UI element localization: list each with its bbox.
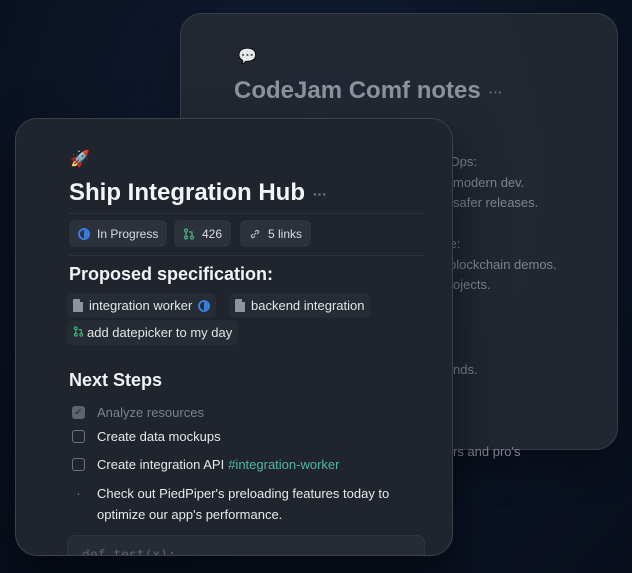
- code-block[interactable]: def test(x):: [67, 535, 425, 556]
- note-line: blockchain demos.: [449, 257, 557, 272]
- note-line: modern dev.: [453, 175, 525, 190]
- more-options-icon[interactable]: ···: [488, 83, 503, 100]
- todo-label: Create data mockups: [97, 429, 221, 444]
- pull-request-badge[interactable]: 426: [174, 220, 232, 247]
- bullet-label: Check out PiedPiper's preloading feature…: [97, 486, 390, 522]
- bullet-item: · Check out PiedPiper's preloading featu…: [72, 486, 402, 525]
- spec-heading: Proposed specification:: [69, 264, 274, 284]
- pr-count: 426: [202, 226, 223, 241]
- todo-item: Create data mockups: [72, 429, 221, 444]
- checkbox[interactable]: [72, 458, 85, 471]
- divider: [69, 255, 424, 256]
- note-line: rs and pro's: [453, 444, 521, 459]
- ref-label: backend integration: [251, 298, 365, 313]
- note-line: safer releases.: [453, 195, 539, 210]
- rocket-icon: 🚀: [70, 151, 90, 168]
- link-icon: [249, 228, 261, 240]
- links-badge[interactable]: 5 links: [240, 220, 312, 247]
- ref-backend-integration[interactable]: backend integration: [229, 293, 371, 318]
- status-label: In Progress: [97, 226, 159, 241]
- checkbox[interactable]: [72, 430, 85, 443]
- todo-label: Create integration API: [97, 457, 225, 472]
- checkbox-checked[interactable]: ✓: [72, 406, 85, 419]
- note-line: nds.: [453, 362, 478, 377]
- document-icon: [73, 299, 83, 312]
- links-count: 5 links: [268, 226, 303, 241]
- code-text: def test(x):: [82, 548, 176, 556]
- ref-label: add datepicker to my day: [87, 325, 233, 340]
- pull-request-icon: [183, 227, 195, 240]
- divider: [69, 213, 424, 214]
- speech-bubble-icon: 💬: [238, 48, 257, 65]
- todo-item: ✓ Analyze resources: [72, 405, 204, 420]
- todo-item: Create integration API #integration-work…: [72, 457, 339, 472]
- status-badge[interactable]: In Progress: [69, 220, 168, 247]
- next-steps-heading: Next Steps: [69, 370, 163, 390]
- bullet-icon: ·: [76, 486, 81, 501]
- ref-integration-worker[interactable]: integration worker: [67, 293, 217, 318]
- project-title: Ship Integration Hub···: [69, 179, 327, 206]
- ref-add-datepicker[interactable]: add datepicker to my day: [67, 320, 239, 345]
- background-note-title: CodeJam Comf notes···: [234, 77, 503, 104]
- progress-icon: [78, 227, 90, 240]
- document-icon: [235, 299, 245, 312]
- ref-label: integration worker: [89, 298, 193, 313]
- note-line: ojects.: [453, 277, 491, 292]
- more-options-icon[interactable]: ···: [312, 185, 327, 202]
- project-card[interactable]: 🚀 Ship Integration Hub··· In Progress 42…: [15, 118, 453, 556]
- tag-link[interactable]: #integration-worker: [228, 457, 340, 472]
- progress-icon: [198, 299, 211, 312]
- pull-request-icon: [73, 325, 84, 340]
- todo-label: Analyze resources: [97, 405, 204, 420]
